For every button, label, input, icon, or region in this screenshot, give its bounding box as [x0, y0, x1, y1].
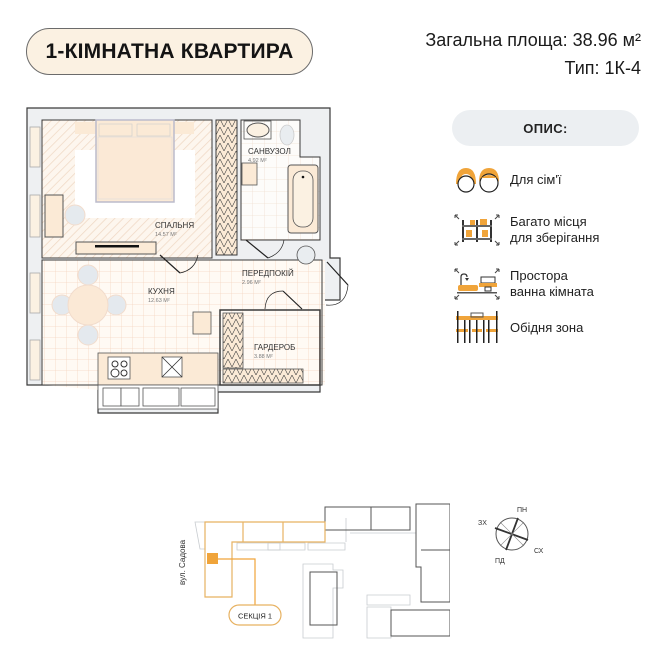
floor-plan: СПАЛЬНЯ 14.57 М² САНВУЗОЛ 4.92 М² КУХНЯ …: [26, 107, 349, 414]
bathroom-icon: [454, 268, 500, 300]
feature-item-family: Для сім'ї: [452, 160, 561, 200]
section-label: СЕКЦІЯ 1: [238, 612, 272, 621]
room-label-kitchen: КУХНЯ: [148, 287, 175, 296]
room-area-wardrobe: 3.88 М²: [254, 354, 273, 360]
site-plan: вул. Садова СЕКЦІЯ 1: [178, 503, 450, 639]
room-label-bathroom: САНВУЗОЛ: [248, 147, 291, 156]
description-heading: ОПИС:: [452, 110, 639, 146]
room-label-bedroom: СПАЛЬНЯ: [155, 221, 194, 230]
room-area-bedroom: 14.57 М²: [155, 232, 177, 238]
feature-label-line2: для зберігання: [510, 230, 600, 245]
room-area-bathroom: 4.92 М²: [248, 158, 267, 164]
storage-shelves-icon: [454, 214, 500, 246]
feature-label: Обідня зона: [510, 320, 584, 335]
compass-east: СХ: [534, 548, 544, 555]
room-area-kitchen: 12.63 М²: [148, 298, 170, 304]
apartment-meta: Загальна площа: 38.96 м² Тип: 1К-4: [425, 26, 641, 82]
family-icon: [456, 168, 499, 193]
total-area: Загальна площа: 38.96 м²: [425, 30, 641, 50]
compass-icon: ПН СХ ПД ЗХ: [478, 507, 544, 565]
feature-item-dining: Обідня зона: [452, 308, 583, 348]
feature-label-line2: ванна кімната: [510, 284, 594, 299]
feature-item-storage: Багато місця для зберігання: [452, 210, 599, 250]
compass-west: ЗХ: [478, 520, 487, 527]
compass-south: ПД: [495, 558, 505, 565]
room-label-wardrobe: ГАРДЕРОБ: [254, 343, 295, 352]
feature-label-line1: Багато місця: [510, 214, 587, 229]
apartment-title: 1-КІМНАТНА КВАРТИРА: [26, 28, 313, 75]
street-label: вул. Садова: [178, 539, 187, 585]
room-label-hallway: ПЕРЕДПОКІЙ: [242, 269, 294, 278]
apartment-type: Тип: 1К-4: [564, 58, 641, 78]
section-badge: [228, 604, 282, 626]
feature-label: Для сім'ї: [510, 172, 562, 187]
room-area-hallway: 2.96 М²: [242, 280, 261, 286]
feature-label-line1: Простора: [510, 268, 568, 283]
compass-north: ПН: [517, 507, 527, 514]
feature-item-bathroom: Простора ванна кімната: [452, 264, 594, 304]
dining-table-icon: [456, 311, 498, 343]
